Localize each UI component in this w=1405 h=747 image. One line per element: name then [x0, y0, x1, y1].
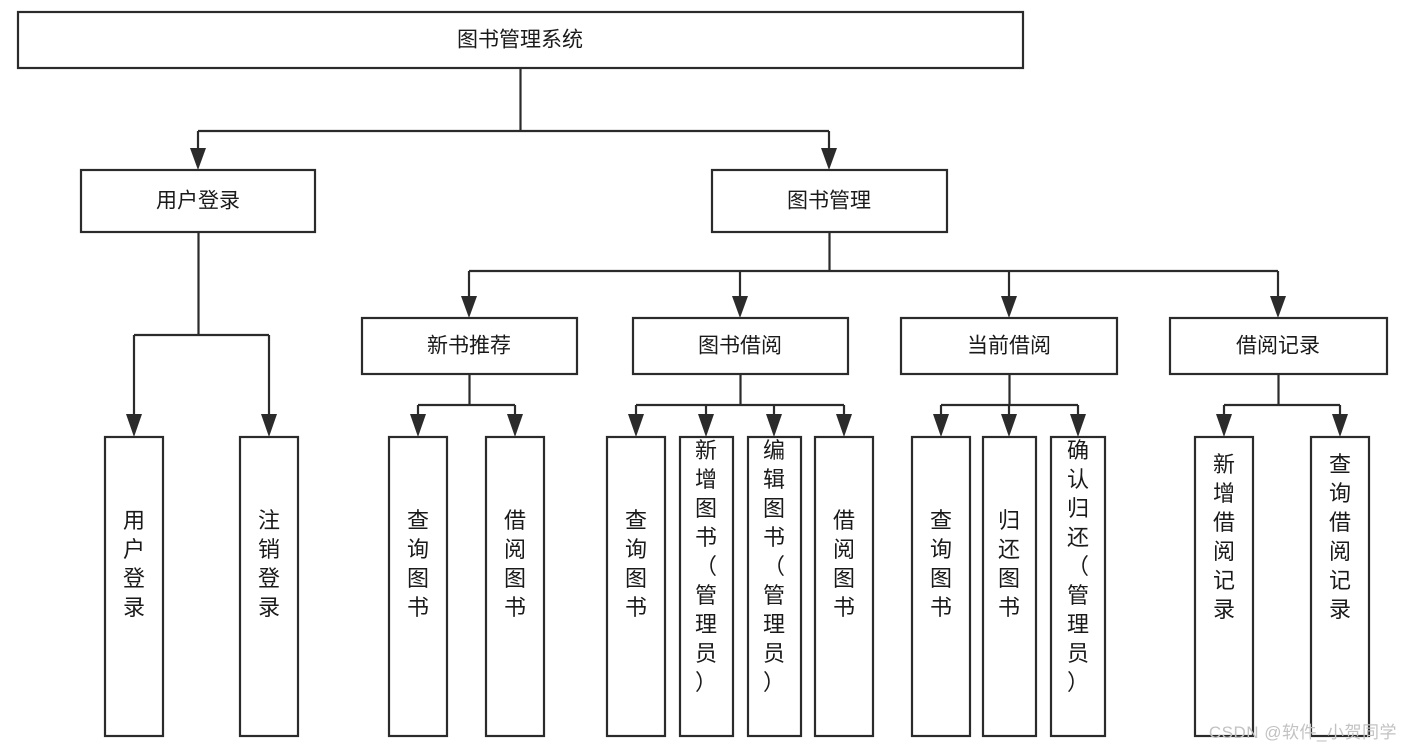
node-book-manage-label: 图书管理: [787, 190, 871, 213]
node-root-label: 图书管理系统: [457, 29, 583, 52]
arrow-leaf-user-login: [126, 414, 142, 437]
node-leaf-edit-book-label: 编辑图书（管理员）: [763, 438, 785, 695]
node-leaf-add-record[interactable]: 新增借阅记录: [1193, 435, 1255, 738]
node-leaf-add-record-label: 新增借阅记录: [1213, 452, 1235, 622]
node-borrow-record-label: 借阅记录: [1236, 335, 1320, 358]
node-leaf-borrow-book-1[interactable]: 借阅图书: [484, 435, 546, 738]
node-current-borrow-label: 当前借阅: [967, 335, 1051, 358]
node-leaf-query-record[interactable]: 查询借阅记录: [1309, 435, 1371, 738]
node-leaf-edit-book[interactable]: 编辑图书（管理员）: [746, 435, 803, 738]
node-new-book-rec-label: 新书推荐: [427, 335, 511, 358]
node-leaf-borrow-book-1-label: 借阅图书: [504, 508, 526, 620]
node-new-book-rec[interactable]: 新书推荐: [360, 316, 579, 376]
arrow-to-borrow-record: [1270, 296, 1286, 318]
arrow-to-user-login: [190, 148, 206, 170]
edge-layer: [126, 68, 1348, 437]
node-root-box[interactable]: [16, 10, 1025, 70]
node-book-borrow-box[interactable]: [631, 316, 850, 376]
node-leaf-logout[interactable]: 注销登录: [238, 435, 300, 738]
node-leaf-add-book[interactable]: 新增图书（管理员）: [678, 435, 735, 738]
node-book-manage-box[interactable]: [710, 168, 949, 234]
node-current-borrow[interactable]: 当前借阅: [899, 316, 1119, 376]
arrow-leaf-borrow-book-1: [507, 414, 523, 437]
node-leaf-return-book-box[interactable]: [981, 435, 1038, 738]
node-current-borrow-box[interactable]: [899, 316, 1119, 376]
node-leaf-query-book-1-box[interactable]: [387, 435, 449, 738]
node-leaf-query-record-box[interactable]: [1309, 435, 1371, 738]
node-leaf-borrow-book-2-label: 借阅图书: [833, 508, 855, 620]
node-leaf-borrow-book-1-box[interactable]: [484, 435, 546, 738]
arrow-leaf-borrow-book-2: [836, 414, 852, 437]
node-leaf-query-book-2-box[interactable]: [605, 435, 667, 738]
node-leaf-user-login-box[interactable]: [103, 435, 165, 738]
arrow-leaf-add-record: [1216, 414, 1232, 437]
node-leaf-edit-book-box[interactable]: [746, 435, 803, 738]
node-leaf-confirm-return-box[interactable]: [1049, 435, 1107, 738]
node-leaf-return-book[interactable]: 归还图书: [981, 435, 1038, 738]
arrow-leaf-logout: [261, 414, 277, 437]
node-book-borrow-label: 图书借阅: [698, 335, 782, 358]
node-leaf-borrow-book-2[interactable]: 借阅图书: [813, 435, 875, 738]
node-leaf-query-book-3-box[interactable]: [910, 435, 972, 738]
node-new-book-rec-box[interactable]: [360, 316, 579, 376]
node-leaf-confirm-return-label: 确认归还（管理员）: [1067, 438, 1089, 695]
node-borrow-record[interactable]: 借阅记录: [1168, 316, 1389, 376]
arrow-leaf-return-book: [1001, 414, 1017, 437]
arrow-leaf-query-book-3: [933, 414, 949, 437]
node-leaf-user-login-label: 用户登录: [123, 508, 145, 620]
node-leaf-logout-label: 注销登录: [258, 508, 280, 620]
arrow-to-current-borrow: [1001, 296, 1017, 318]
arrow-leaf-query-book-2: [628, 414, 644, 437]
node-leaf-logout-box[interactable]: [238, 435, 300, 738]
node-leaf-query-book-1-label: 查询图书: [407, 508, 429, 620]
node-root[interactable]: 图书管理系统: [16, 10, 1025, 70]
node-user-login-label: 用户登录: [156, 190, 240, 213]
node-leaf-add-record-box[interactable]: [1193, 435, 1255, 738]
arrow-to-new-book-rec: [461, 296, 477, 318]
node-user-login-box[interactable]: [79, 168, 317, 234]
arrow-to-book-manage: [821, 148, 837, 170]
node-leaf-query-book-2-label: 查询图书: [625, 508, 647, 620]
node-borrow-record-box[interactable]: [1168, 316, 1389, 376]
node-leaf-add-book-label: 新增图书（管理员）: [695, 438, 717, 695]
node-book-borrow[interactable]: 图书借阅: [631, 316, 850, 376]
arrow-leaf-query-book-1: [410, 414, 426, 437]
node-leaf-add-book-box[interactable]: [678, 435, 735, 738]
node-leaf-query-book-3[interactable]: 查询图书: [910, 435, 972, 738]
node-leaf-confirm-return[interactable]: 确认归还（管理员）: [1049, 435, 1107, 738]
arrow-to-book-borrow: [732, 296, 748, 318]
node-leaf-query-book-2[interactable]: 查询图书: [605, 435, 667, 738]
arrow-leaf-confirm-return: [1070, 414, 1086, 437]
arrow-leaf-add-book: [698, 414, 714, 437]
arrow-leaf-query-record: [1332, 414, 1348, 437]
node-book-manage[interactable]: 图书管理: [710, 168, 949, 234]
node-leaf-query-record-label: 查询借阅记录: [1329, 452, 1351, 622]
node-leaf-return-book-label: 归还图书: [998, 508, 1020, 620]
node-leaf-query-book-3-label: 查询图书: [930, 508, 952, 620]
node-leaf-query-book-1[interactable]: 查询图书: [387, 435, 449, 738]
node-leaf-user-login[interactable]: 用户登录: [103, 435, 165, 738]
node-leaf-borrow-book-2-box[interactable]: [813, 435, 875, 738]
arrow-leaf-edit-book: [766, 414, 782, 437]
node-user-login[interactable]: 用户登录: [79, 168, 317, 234]
